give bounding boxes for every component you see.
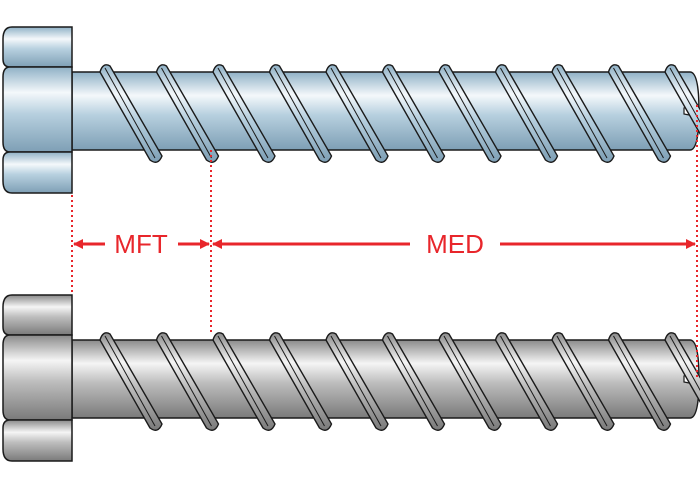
thread-flank <box>212 64 276 163</box>
thread-crest-line <box>613 335 664 427</box>
thread-crest-line <box>669 67 700 124</box>
thread-crest-line <box>613 67 664 159</box>
zinc-plated-screw <box>2 26 700 194</box>
thread-flank <box>155 332 220 431</box>
thread-crest-line <box>669 335 700 392</box>
thread-crest-line <box>387 67 438 159</box>
thread-crest-line <box>500 67 551 159</box>
thread-crest-line <box>217 67 269 159</box>
thread-crest-line <box>104 335 156 427</box>
thread-flank <box>551 64 615 163</box>
thread-crest-line <box>500 335 551 427</box>
hex-head-facet-bottom <box>2 419 73 462</box>
thread-crest-line <box>161 335 212 427</box>
thread-crest-line <box>217 335 269 427</box>
thread-crest-line <box>556 335 608 427</box>
thread-crest-line <box>274 67 325 159</box>
thread-crest-line <box>274 335 325 427</box>
thread-flank <box>607 64 672 163</box>
hex-head-facet-middle <box>2 334 73 421</box>
dimension-lines <box>71 105 698 380</box>
thread-flank <box>268 332 333 431</box>
thread-flank <box>551 332 615 431</box>
thread-flank <box>494 64 559 163</box>
thread-crest-line <box>443 335 495 427</box>
thread-crest-line <box>161 67 212 159</box>
thread-crest-line <box>443 67 495 159</box>
med-label: MED <box>426 229 484 259</box>
hex-head-facet-top <box>2 26 73 68</box>
thread-flank <box>381 64 446 163</box>
thread-flank <box>268 64 333 163</box>
thread-flank <box>494 332 559 431</box>
thread-flank <box>99 64 163 163</box>
thread-flank <box>607 332 672 431</box>
thread-flank <box>155 64 220 163</box>
mft-label: MFT <box>114 229 168 259</box>
steel-screw <box>2 294 700 462</box>
thread-flank <box>664 332 700 404</box>
hex-head-facet-top <box>2 294 73 336</box>
thread-crest-line <box>387 335 438 427</box>
thread-flank <box>325 64 389 163</box>
thread-crest-line <box>556 67 608 159</box>
thread-flank <box>325 332 389 431</box>
thread-flank <box>438 64 502 163</box>
thread-crest-line <box>104 67 156 159</box>
thread-crest-line <box>330 67 382 159</box>
thread-flank <box>99 332 163 431</box>
thread-crest-line <box>330 335 382 427</box>
hex-head-facet-bottom <box>2 151 73 194</box>
thread-flank <box>212 332 276 431</box>
hex-head-facet-middle <box>2 66 73 153</box>
thread-flank <box>381 332 446 431</box>
thread-flank <box>438 332 502 431</box>
thread-flank <box>664 64 700 136</box>
